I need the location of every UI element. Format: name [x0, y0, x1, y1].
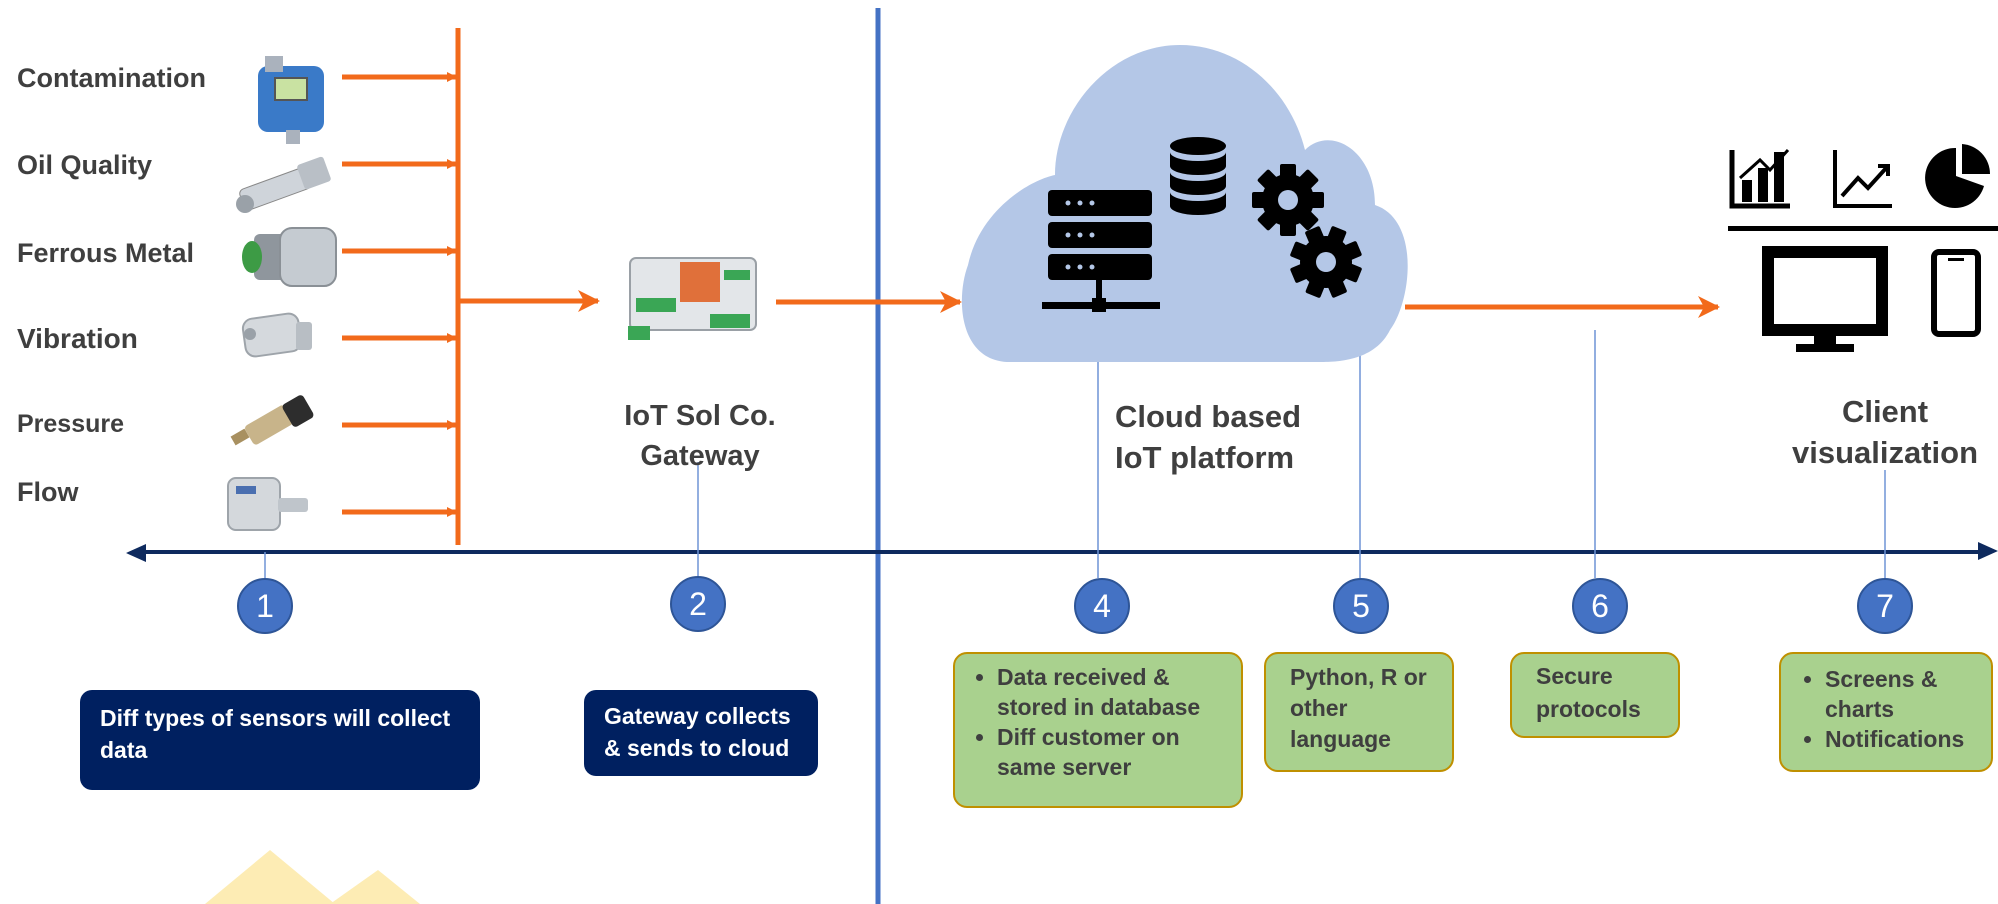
cloud-title-line1: Cloud based	[1115, 399, 1302, 434]
sensor-label-flow: Flow	[17, 477, 79, 507]
monitor-icon	[1762, 246, 1888, 352]
step-number-1: 1	[256, 588, 274, 624]
step-circle-4	[1074, 578, 1130, 634]
oil-quality-sensor-image	[236, 156, 331, 213]
step-4-bullet-list: Data received & stored in database Diff …	[975, 662, 1233, 782]
step-7-bullet-2: Notifications	[1825, 724, 1987, 754]
step-7-bullet-list: Screens & charts Notifications	[1803, 664, 1987, 754]
sensor-label-contamination: Contamination	[17, 63, 206, 93]
step-circle-2	[670, 576, 726, 632]
step-circle-5	[1333, 578, 1389, 634]
step-7-bullet-1: Screens & charts	[1825, 664, 1987, 724]
step-number-6: 6	[1591, 588, 1609, 624]
ferrous-metal-sensor-image	[242, 227, 337, 287]
gateway-title: IoT Sol Co. Gateway	[560, 396, 840, 476]
step-4-description: Data received & stored in database Diff …	[953, 652, 1243, 808]
client-title-line1: Client	[1841, 394, 1929, 429]
timeline-axis	[126, 542, 1998, 562]
divider-line	[1728, 226, 1998, 231]
gear-icon	[1252, 164, 1362, 298]
gateway-title-line1: IoT Sol Co.	[624, 400, 776, 432]
step-4-bullet-1: Data received & stored in database	[997, 662, 1233, 722]
database-icon	[1170, 137, 1226, 215]
step-4-bullet-2: Diff customer on same server	[997, 722, 1233, 782]
client-title-line2: visualization	[1791, 435, 1979, 470]
client-title: Client visualization	[1780, 391, 1990, 473]
decorative-mountains	[205, 850, 420, 904]
flow-sensor-image	[227, 477, 308, 531]
sensor-label-vibration: Vibration	[17, 323, 138, 354]
step-1-description: Diff types of sensors will collect data	[80, 690, 480, 790]
pie-chart-icon	[1925, 144, 1990, 208]
contamination-sensor-image	[258, 56, 324, 144]
step-2-description: Gateway collects & sends to cloud	[584, 690, 818, 776]
gateway-title-line2: Gateway	[640, 440, 760, 472]
sensor-arrows	[342, 72, 457, 517]
step-number-5: 5	[1352, 588, 1370, 624]
vibration-sensor-image	[241, 312, 312, 358]
sensor-label-ferrous-metal: Ferrous Metal	[17, 238, 195, 268]
step-circle-7	[1857, 578, 1913, 634]
sensor-label-oil-quality: Oil Quality	[17, 150, 153, 180]
step-number-2: 2	[689, 586, 707, 622]
sensor-label-pressure: Pressure	[17, 410, 125, 438]
gateway-device-image	[628, 257, 757, 340]
step-5-description: Python, R or other language	[1264, 652, 1454, 772]
server-icon	[1042, 190, 1160, 312]
line-chart-icon	[1833, 150, 1892, 208]
step-6-description: Secure protocols	[1510, 652, 1680, 738]
step-7-description: Screens & charts Notifications	[1779, 652, 1993, 772]
step-number-7: 7	[1876, 588, 1894, 624]
phone-icon	[1931, 249, 1981, 337]
bar-chart-icon	[1729, 148, 1790, 209]
step-circle-1	[237, 578, 293, 634]
step-circles	[237, 576, 1913, 634]
cloud-title-line2: IoT platform	[1115, 440, 1295, 475]
pressure-sensor-image	[230, 395, 314, 446]
step-number-4: 4	[1093, 588, 1111, 624]
cloud-title: Cloud based IoT platform	[1115, 396, 1301, 478]
step-circle-6	[1572, 578, 1628, 634]
